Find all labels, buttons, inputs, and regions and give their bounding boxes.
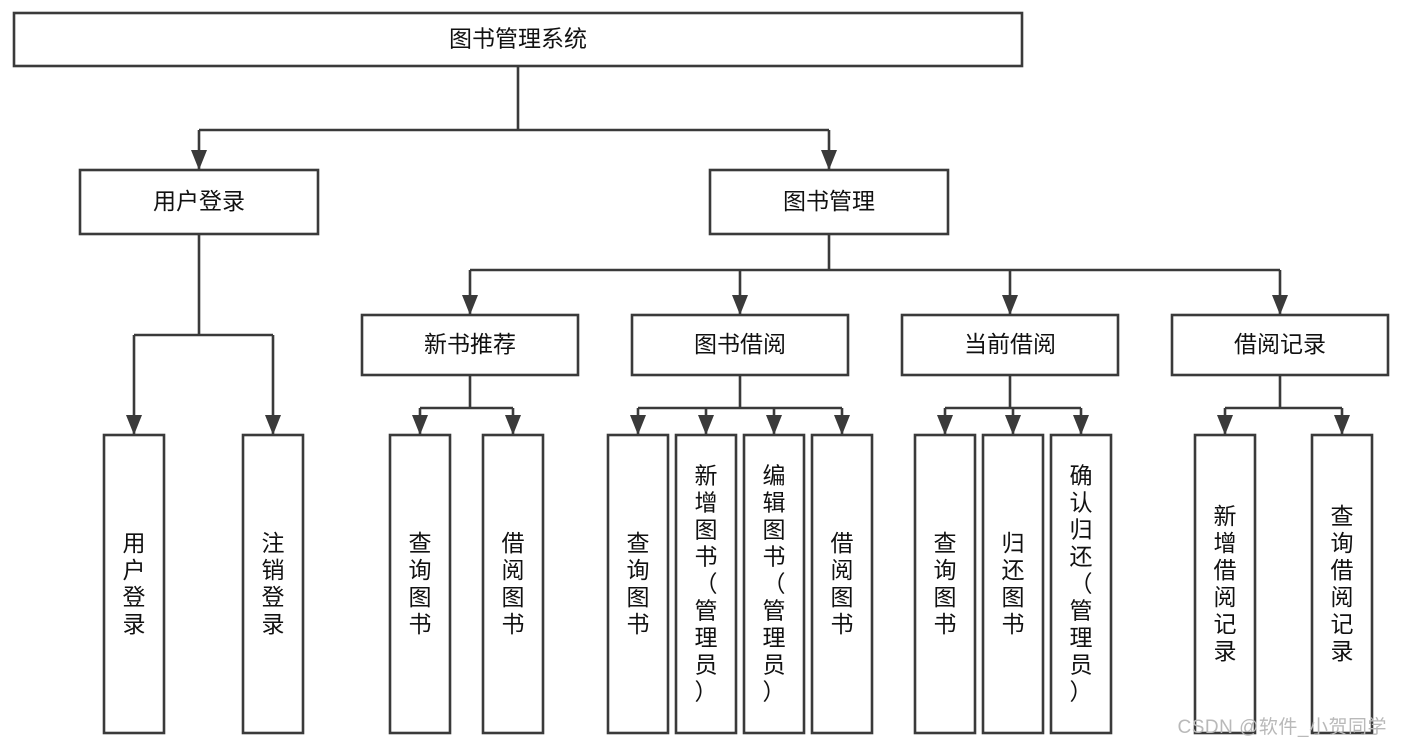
node-label-user-login: 用户登录 [153, 188, 245, 214]
node-label-br-add-record: 新增借阅记录 [1214, 503, 1237, 664]
node-bb-edit-book[interactable]: 编辑图书（管理员） [742, 433, 806, 735]
node-box-borrow-record [1170, 313, 1390, 377]
node-box-user-login [78, 168, 320, 236]
node-box-user-logout [241, 433, 305, 735]
node-label-bb-borrow-book: 借阅图书 [831, 530, 854, 637]
node-box-new-book-recommend [360, 313, 580, 377]
node-current-borrow[interactable]: 当前借阅 [900, 313, 1120, 377]
node-box-br-query-record [1310, 433, 1374, 735]
node-user-login-do[interactable]: 用户登录 [102, 433, 166, 735]
connector-layer [126, 66, 1350, 435]
arrow-head-icon [834, 415, 850, 435]
node-box-cb-return-book [981, 433, 1045, 735]
node-label-user-logout: 注销登录 [262, 530, 285, 637]
node-box-book-manage [708, 168, 950, 236]
node-box-cb-confirm-return [1049, 433, 1113, 735]
node-box-bb-borrow-book [810, 433, 874, 735]
node-nbr-query-book[interactable]: 查询图书 [388, 433, 452, 735]
arrow-head-icon [1005, 415, 1021, 435]
node-box-cb-query-book [913, 433, 977, 735]
watermark-label: CSDN @软件_小贺同学 [1177, 717, 1387, 738]
arrow-head-icon [191, 150, 207, 170]
node-label-borrow-record: 借阅记录 [1234, 331, 1326, 357]
node-label-bb-add-book: 新增图书（管理员） [695, 463, 718, 705]
node-label-bb-edit-book: 编辑图书（管理员） [763, 463, 786, 705]
node-label-cb-query-book: 查询图书 [934, 530, 957, 637]
node-new-book-recommend[interactable]: 新书推荐 [360, 313, 580, 377]
node-book-borrow[interactable]: 图书借阅 [630, 313, 850, 377]
node-label-cb-confirm-return: 确认归还（管理员） [1070, 463, 1093, 705]
node-label-book-manage: 图书管理 [783, 188, 875, 214]
arrow-head-icon [821, 150, 837, 170]
arrow-head-icon [1272, 295, 1288, 315]
arrow-head-icon [126, 415, 142, 435]
node-box-book-borrow [630, 313, 850, 377]
node-label-nbr-borrow-book: 借阅图书 [502, 530, 525, 637]
node-user-logout[interactable]: 注销登录 [241, 433, 305, 735]
arrow-head-icon [698, 415, 714, 435]
arrow-head-icon [1334, 415, 1350, 435]
node-label-book-borrow: 图书借阅 [694, 331, 786, 357]
node-label-br-query-record: 查询借阅记录 [1331, 503, 1354, 664]
arrow-head-icon [1002, 295, 1018, 315]
node-box-user-login-do [102, 433, 166, 735]
node-box-nbr-borrow-book [481, 433, 545, 735]
node-br-add-record[interactable]: 新增借阅记录 [1193, 433, 1257, 735]
node-label-cb-return-book: 归还图书 [1002, 530, 1025, 637]
node-label-user-login-do: 用户登录 [123, 530, 146, 637]
node-box-root [12, 11, 1024, 68]
node-label-root: 图书管理系统 [449, 26, 587, 52]
node-box-br-add-record [1193, 433, 1257, 735]
node-br-query-record[interactable]: 查询借阅记录 [1310, 433, 1374, 735]
node-borrow-record[interactable]: 借阅记录 [1170, 313, 1390, 377]
arrow-head-icon [462, 295, 478, 315]
arrow-head-icon [1073, 415, 1089, 435]
node-bb-borrow-book[interactable]: 借阅图书 [810, 433, 874, 735]
node-nbr-borrow-book[interactable]: 借阅图书 [481, 433, 545, 735]
node-bb-add-book[interactable]: 新增图书（管理员） [674, 433, 738, 735]
node-cb-return-book[interactable]: 归还图书 [981, 433, 1045, 735]
node-book-manage[interactable]: 图书管理 [708, 168, 950, 236]
node-label-new-book-recommend: 新书推荐 [424, 331, 516, 357]
arrow-head-icon [265, 415, 281, 435]
node-cb-confirm-return[interactable]: 确认归还（管理员） [1049, 433, 1113, 735]
node-bb-query-book[interactable]: 查询图书 [606, 433, 670, 735]
arrow-head-icon [630, 415, 646, 435]
arrow-head-icon [505, 415, 521, 435]
node-layer: 图书管理系统用户登录用户登录注销登录图书管理新书推荐查询图书借阅图书图书借阅查询… [12, 11, 1390, 735]
node-label-nbr-query-book: 查询图书 [409, 530, 432, 637]
node-cb-query-book[interactable]: 查询图书 [913, 433, 977, 735]
node-box-current-borrow [900, 313, 1120, 377]
arrow-head-icon [412, 415, 428, 435]
node-label-current-borrow: 当前借阅 [964, 331, 1056, 357]
node-user-login[interactable]: 用户登录 [78, 168, 320, 236]
arrow-head-icon [766, 415, 782, 435]
node-label-bb-query-book: 查询图书 [627, 530, 650, 637]
arrow-head-icon [732, 295, 748, 315]
node-root[interactable]: 图书管理系统 [12, 11, 1024, 68]
arrow-head-icon [1217, 415, 1233, 435]
node-box-bb-edit-book [742, 433, 806, 735]
node-box-nbr-query-book [388, 433, 452, 735]
node-box-bb-query-book [606, 433, 670, 735]
arrow-head-icon [937, 415, 953, 435]
node-box-bb-add-book [674, 433, 738, 735]
